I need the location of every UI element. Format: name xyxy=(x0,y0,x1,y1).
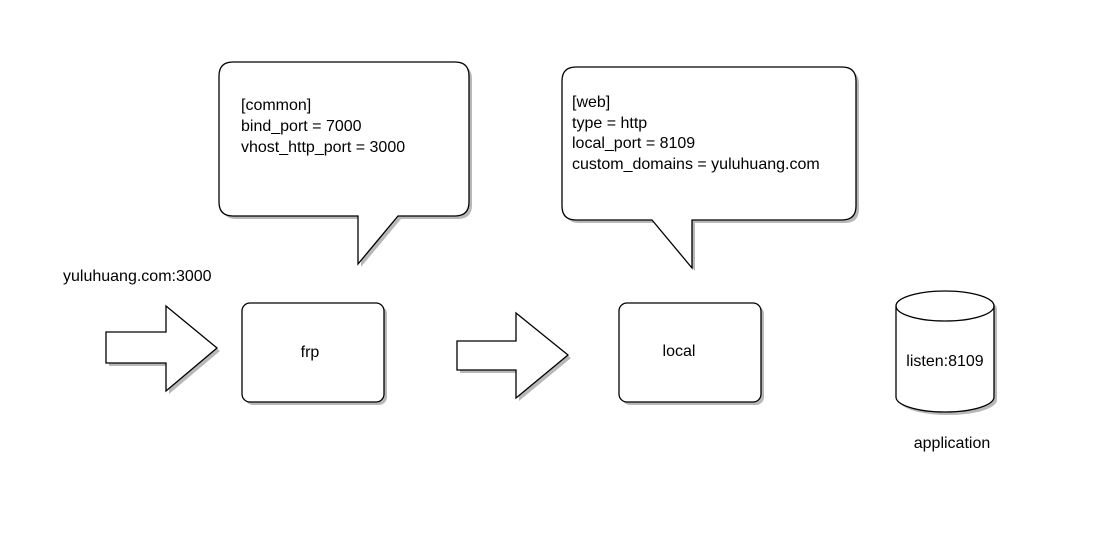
frp-server-box: frp xyxy=(241,302,387,405)
application-listen-label: listen:8109 xyxy=(906,353,983,370)
callout-common-bubble xyxy=(218,61,470,266)
callout-common-line-2: bind_port = 7000 xyxy=(241,118,362,135)
callout-web-line-4: custom_domains = yuluhuang.com xyxy=(572,156,820,173)
callout-common: [common] bind_port = 7000 vhost_http_por… xyxy=(218,61,472,267)
callout-web-bubble xyxy=(561,66,857,270)
callout-web: [web] type = http local_port = 8109 cust… xyxy=(561,66,859,271)
database-cylinder-icon xyxy=(895,290,995,413)
arrow-frp-to-local xyxy=(456,311,571,401)
callout-web-line-1: [web] xyxy=(572,94,610,111)
frp-server-label: frp xyxy=(301,344,320,361)
local-client-box: local xyxy=(618,302,764,405)
arrow-incoming-to-frp xyxy=(105,304,220,394)
local-client-label: local xyxy=(663,343,696,360)
callout-web-line-3: local_port = 8109 xyxy=(572,135,695,152)
arrow-right-icon xyxy=(105,304,219,393)
callout-common-line-3: vhost_http_port = 3000 xyxy=(241,139,405,156)
incoming-domain-label: yuluhuang.com:3000 xyxy=(63,268,212,285)
arrow-right-icon xyxy=(456,311,570,400)
application-cylinder: listen:8109 xyxy=(895,290,997,415)
callout-common-line-1: [common] xyxy=(241,97,311,114)
application-caption: application xyxy=(914,435,991,452)
callout-web-line-2: type = http xyxy=(572,115,647,132)
